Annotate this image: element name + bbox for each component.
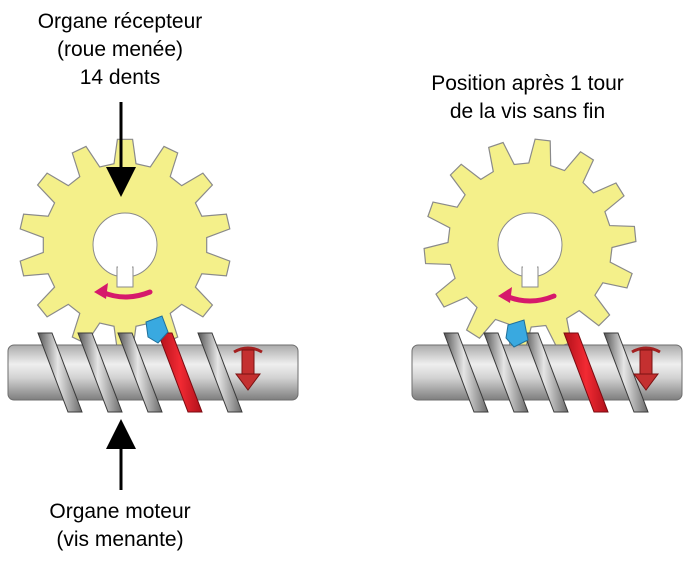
right-highlighted-thread <box>563 332 609 413</box>
after-turn-label: Position après 1 tour de la vis sans fin <box>405 70 650 126</box>
left-worm-threads <box>37 332 243 413</box>
driver-label-line2: (vis menante) <box>56 528 184 551</box>
right-worm-thread <box>443 332 489 413</box>
left-shaft-rotation-arrow <box>233 346 263 391</box>
receiver-label-line2: (roue menée) <box>56 38 184 61</box>
right-worm-shaft <box>411 332 683 413</box>
receiver-label-line3: 14 dents <box>79 66 161 89</box>
right-gear-rotation-arrowhead <box>498 287 512 303</box>
receiver-label-line1: Organe récepteur <box>37 10 203 33</box>
left-gear-keyway-join <box>118 265 132 273</box>
after-turn-label-line2: de la vis sans fin <box>449 100 606 123</box>
receiver-label: Organe récepteur (roue menée) 14 dents <box>20 8 220 92</box>
left-worm-thread <box>37 332 83 413</box>
right-shaft-rotation-arrow <box>631 346 661 391</box>
left-worm-thread <box>77 332 123 413</box>
right-gear <box>423 138 637 352</box>
driver-label-line1: Organe moteur <box>49 500 191 523</box>
right-assembly <box>411 138 683 413</box>
left-worm-shaft <box>7 332 299 413</box>
left-gear <box>19 138 231 352</box>
right-worm-thread <box>523 332 569 413</box>
right-worm-thread <box>483 332 529 413</box>
right-gear-keyway-join <box>523 265 537 273</box>
left-worm-thread <box>197 332 243 413</box>
left-assembly <box>7 102 299 490</box>
left-marked-tooth <box>145 315 169 344</box>
left-worm-thread <box>117 332 163 413</box>
right-worm-thread <box>603 332 649 413</box>
left-gear-rotation-arrowhead <box>94 283 108 299</box>
after-turn-label-line1: Position après 1 tour <box>431 72 624 95</box>
right-marked-tooth <box>505 319 529 348</box>
right-worm-threads <box>443 332 649 413</box>
driver-label: Organe moteur (vis menante) <box>10 498 230 554</box>
